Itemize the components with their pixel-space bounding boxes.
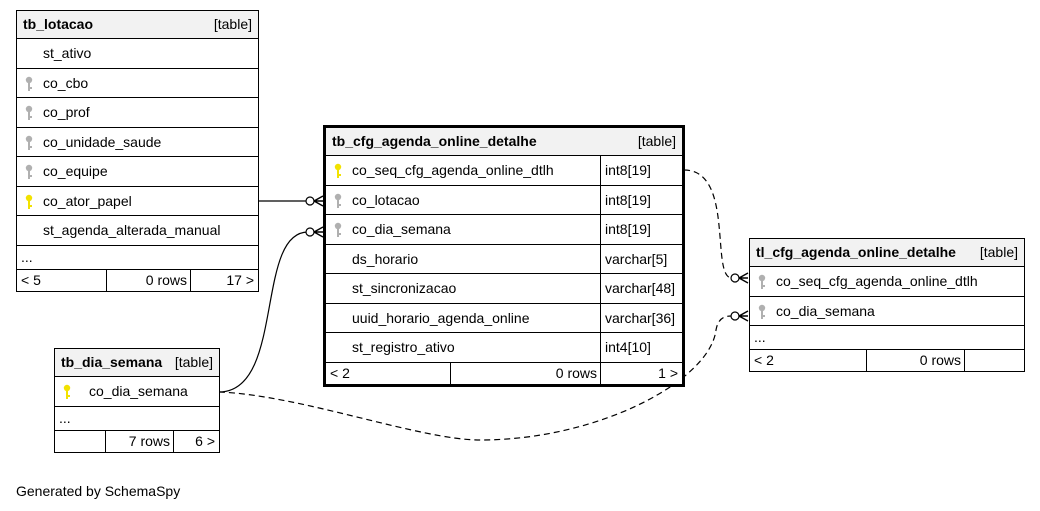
primary-key-icon [63, 384, 71, 399]
children-link[interactable]: 1 > [600, 362, 682, 384]
more-columns-row: ... [750, 325, 1024, 349]
children-link[interactable]: 6 > [173, 430, 219, 452]
ellipsis: ... [754, 329, 766, 345]
parents-link[interactable] [55, 431, 105, 452]
column-name: st_ativo [43, 45, 92, 61]
table-header: tb_dia_semana [table] [55, 349, 219, 376]
column-row: co_seq_cfg_agenda_online_dtlh int8[19] [326, 155, 682, 185]
ellipsis: ... [21, 248, 33, 265]
primary-key-icon [334, 163, 342, 178]
column-row: st_ativo [17, 38, 258, 68]
table-tl-cfg-agenda-online-detalhe[interactable]: tl_cfg_agenda_online_detalhe [table] co_… [749, 238, 1025, 372]
column-row: ds_horario varchar[5] [326, 243, 682, 273]
foreign-key-icon [334, 222, 342, 237]
column-name: co_dia_semana [89, 383, 188, 399]
column-name: co_dia_semana [352, 221, 451, 237]
column-name: co_ator_papel [43, 192, 132, 209]
column-row: co_dia_semana [750, 295, 1024, 326]
relation-tl-seq [683, 169, 749, 284]
column-name: co_unidade_saude [43, 133, 162, 150]
table-footer: < 2 0 rows 1 > [326, 361, 682, 384]
table-name: tb_dia_semana [61, 354, 163, 370]
foreign-key-icon [25, 76, 33, 91]
foreign-key-icon [25, 135, 33, 150]
column-row: co_cbo [17, 67, 258, 98]
column-row: co_dia_semana int8[19] [326, 214, 682, 244]
column-row: co_prof [17, 97, 258, 127]
table-name: tb_cfg_agenda_online_detalhe [332, 133, 537, 149]
column-row: co_lotacao int8[19] [326, 184, 682, 214]
row-count: 7 rows [105, 430, 174, 452]
column-name: co_cbo [43, 74, 89, 91]
column-type: int8[19] [605, 221, 651, 237]
column-name: co_equipe [43, 163, 108, 179]
ellipsis: ... [59, 409, 71, 426]
column-row: co_seq_cfg_agenda_online_dtlh [750, 266, 1024, 296]
table-header: tl_cfg_agenda_online_detalhe [table] [750, 239, 1024, 266]
table-tb-cfg-agenda-online-detalhe[interactable]: tb_cfg_agenda_online_detalhe [table] co_… [323, 125, 685, 387]
row-count: 0 rows [450, 362, 601, 384]
column-row: co_ator_papel [17, 185, 258, 216]
table-footer: 7 rows 6 > [55, 429, 219, 452]
column-name: st_sincronizacao [352, 280, 457, 296]
row-count: 0 rows [866, 350, 965, 371]
column-type: int8[19] [605, 162, 651, 178]
more-columns-row: ... [55, 405, 219, 430]
foreign-key-icon [25, 164, 33, 179]
row-count: 0 rows [106, 269, 191, 291]
column-row: co_dia_semana [55, 376, 219, 406]
table-kind: [table] [174, 354, 213, 370]
column-row: st_sincronizacao varchar[48] [326, 273, 682, 303]
column-row: st_agenda_alterada_manual [17, 215, 258, 245]
table-tb-lotacao[interactable]: tb_lotacao [table] st_ativo co_cbo co_pr… [16, 10, 259, 292]
column-row: co_unidade_saude [17, 126, 258, 157]
foreign-key-icon [758, 274, 766, 289]
column-name: co_dia_semana [776, 302, 875, 319]
primary-key-icon [25, 194, 33, 209]
column-type: int4[10] [605, 339, 651, 355]
children-link[interactable]: 17 > [190, 269, 258, 291]
column-row: st_registro_ativo int4[10] [326, 332, 682, 362]
column-type: varchar[48] [605, 280, 676, 296]
children-link[interactable] [964, 350, 1024, 371]
relation-dia-semana [218, 226, 324, 393]
parents-link[interactable]: < 5 [21, 271, 41, 288]
foreign-key-icon [25, 105, 33, 120]
column-type: varchar[5] [605, 250, 668, 267]
column-row: co_equipe [17, 156, 258, 186]
table-kind: [table] [979, 244, 1018, 260]
relation-tl-dia-semana [218, 310, 749, 441]
more-columns-row: ... [17, 244, 258, 269]
table-header: tb_lotacao [table] [17, 11, 258, 38]
table-name: tl_cfg_agenda_online_detalhe [756, 244, 956, 260]
column-row: uuid_horario_agenda_online varchar[36] [326, 302, 682, 332]
table-kind: [table] [637, 133, 676, 149]
table-footer: < 5 0 rows 17 > [17, 268, 258, 291]
foreign-key-icon [334, 193, 342, 208]
column-name: uuid_horario_agenda_online [352, 309, 530, 326]
parents-link[interactable]: < 2 [754, 352, 774, 368]
column-name: co_seq_cfg_agenda_online_dtlh [352, 162, 554, 178]
column-name: ds_horario [352, 250, 419, 267]
table-footer: < 2 0 rows [750, 349, 1024, 371]
column-name: co_lotacao [352, 191, 420, 208]
column-name: st_registro_ativo [352, 339, 455, 355]
column-type: varchar[36] [605, 309, 676, 326]
relation-lotacao [258, 195, 324, 207]
generated-by-credit: Generated by SchemaSpy [16, 483, 181, 499]
table-tb-dia-semana[interactable]: tb_dia_semana [table] co_dia_semana ... … [54, 348, 220, 453]
column-name: co_seq_cfg_agenda_online_dtlh [776, 273, 978, 289]
column-type: int8[19] [605, 191, 651, 208]
foreign-key-icon [758, 304, 766, 319]
table-header: tb_cfg_agenda_online_detalhe [table] [326, 128, 682, 155]
parents-link[interactable]: < 2 [330, 364, 350, 381]
table-kind: [table] [213, 16, 252, 32]
table-name: tb_lotacao [23, 16, 94, 32]
column-name: co_prof [43, 104, 90, 120]
column-name: st_agenda_alterada_manual [43, 222, 221, 238]
